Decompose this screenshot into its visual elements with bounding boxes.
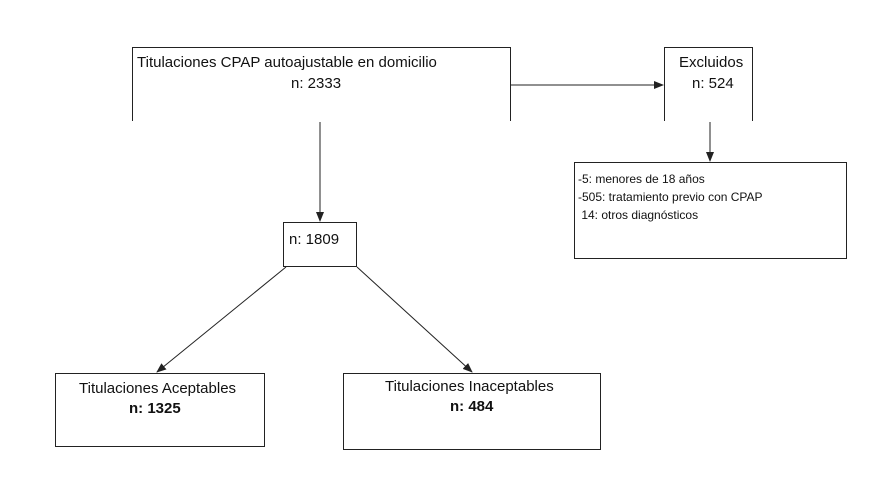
acceptable-titrations-box: Titulaciones Aceptables n: 1325 (55, 373, 265, 447)
reason-item: -505: tratamiento previo con CPAP (578, 190, 763, 204)
excluded-count: n: 524 (692, 75, 734, 92)
main-count: n: 2333 (291, 75, 342, 92)
included-count: n: 1809 (289, 231, 340, 248)
included-box: n: 1809 (283, 222, 357, 267)
excluded-title: Excluidos (679, 54, 744, 71)
arrow-1809-to-unacceptable (356, 266, 473, 373)
unacceptable-title: Titulaciones Inaceptables (385, 378, 554, 395)
unacceptable-count: n: 484 (450, 398, 494, 415)
unacceptable-titrations-box: Titulaciones Inaceptables n: 484 (343, 373, 601, 450)
main-titrations-box: Titulaciones CPAP autoajustable en domic… (132, 47, 511, 121)
acceptable-title: Titulaciones Aceptables (79, 380, 237, 397)
reason-item: 14: otros diagnósticos (578, 208, 699, 222)
excluded-box: Excluidos n: 524 (664, 47, 753, 121)
reason-item: -5: menores de 18 años (578, 172, 705, 186)
arrow-1809-to-acceptable (156, 266, 287, 373)
main-title: Titulaciones CPAP autoajustable en domic… (137, 54, 437, 71)
acceptable-count: n: 1325 (129, 400, 181, 417)
exclusion-reasons-box: -5: menores de 18 años -505: tratamiento… (574, 162, 847, 259)
